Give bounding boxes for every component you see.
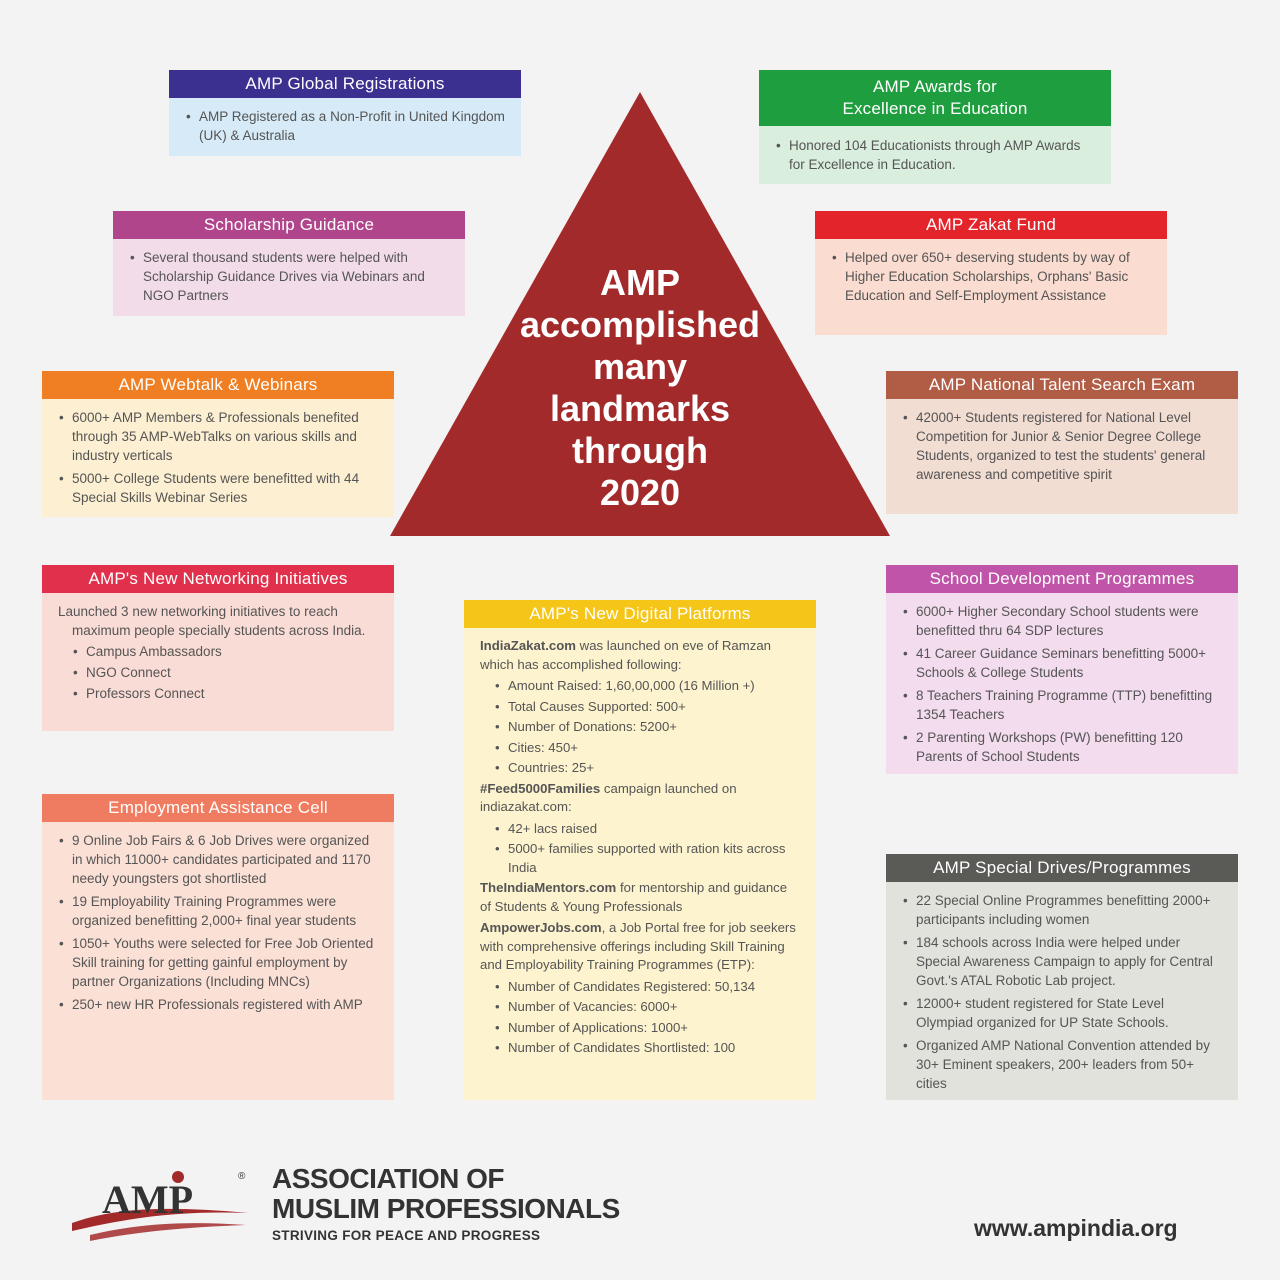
list-item: Total Causes Supported: 500+ [480, 698, 800, 717]
headline-line: AMP [600, 262, 680, 303]
card-title: AMP's New Networking Initiatives [42, 565, 394, 593]
list-item: 5000+ families supported with ration kit… [480, 840, 800, 877]
platform-indiazakat: IndiaZakat.com was launched on eve of Ra… [480, 637, 800, 674]
card-body: 6000+ Higher Secondary School students w… [886, 593, 1238, 776]
card-title: AMP Zakat Fund [815, 211, 1167, 239]
list-item: Number of Vacancies: 6000+ [480, 998, 800, 1017]
card-zakat-fund: AMP Zakat Fund Helped over 650+ deservin… [815, 211, 1167, 335]
tagline: STRIVING FOR PEACE AND PROGRESS [272, 1228, 541, 1243]
platform-desc: campaign launched on indiazakat.com: [480, 780, 737, 815]
platform-desc: for mentorship and guidance of Students … [480, 880, 788, 914]
card-title: School Development Programmes [886, 565, 1238, 593]
card-title: Employment Assistance Cell [42, 794, 394, 822]
list-item: Amount Raised: 1,60,00,000 (16 Million +… [480, 677, 800, 696]
list-item: 6000+ Higher Secondary School students w… [902, 602, 1222, 640]
headline-line: accomplished [519, 304, 761, 345]
card-awards-excellence: AMP Awards for Excellence in Education H… [759, 70, 1111, 184]
list-item: Number of Applications: 1000+ [480, 1019, 800, 1038]
card-body: 9 Online Job Fairs & 6 Job Drives were o… [42, 822, 394, 1024]
card-body: 6000+ AMP Members & Professionals benefi… [42, 399, 394, 517]
list-item: 19 Employability Training Programmes wer… [58, 892, 378, 930]
card-title: Scholarship Guidance [113, 211, 465, 239]
list-item: Countries: 25+ [480, 759, 800, 778]
list-item: NGO Connect [58, 663, 378, 682]
card-body: Launched 3 new networking initiatives to… [42, 593, 394, 713]
card-webtalk-webinars: AMP Webtalk & Webinars 6000+ AMP Members… [42, 371, 394, 517]
card-body: Helped over 650+ deserving students by w… [815, 239, 1167, 315]
list-item: 41 Career Guidance Seminars benefitting … [902, 644, 1222, 682]
list-item: Organized AMP National Convention attend… [902, 1036, 1222, 1093]
headline-line: through [572, 430, 708, 471]
title-line: AMP Awards for [872, 77, 998, 96]
list-item: Number of Donations: 5200+ [480, 718, 800, 737]
headline-line: landmarks [549, 388, 731, 429]
list-item: Honored 104 Educationists through AMP Aw… [775, 136, 1095, 174]
list-item: 250+ new HR Professionals registered wit… [58, 995, 378, 1014]
list-item: AMP Registered as a Non-Profit in United… [185, 107, 505, 145]
card-scholarship-guidance: Scholarship Guidance Several thousand st… [113, 211, 465, 316]
list-item: Number of Candidates Shortlisted: 100 [480, 1039, 800, 1058]
card-title: AMP's New Digital Platforms [464, 600, 816, 628]
card-special-drives: AMP Special Drives/Programmes 22 Special… [886, 854, 1238, 1100]
list-item: 42000+ Students registered for National … [902, 408, 1222, 484]
logo-text: AMP [102, 1177, 193, 1222]
list-item: 9 Online Job Fairs & 6 Job Drives were o… [58, 831, 378, 888]
list-item: Cities: 450+ [480, 739, 800, 758]
list-item: 184 schools across India were helped und… [902, 933, 1222, 990]
amp-logo: AMP ® [72, 1171, 248, 1241]
platform-name: AmpowerJobs.com [480, 920, 602, 935]
list-item: Professors Connect [58, 684, 378, 703]
list-item: Number of Candidates Registered: 50,134 [480, 978, 800, 997]
center-triangle [390, 92, 890, 536]
headline-line: many [592, 346, 688, 387]
list-item: 22 Special Online Programmes benefitting… [902, 891, 1222, 929]
card-employment-assistance: Employment Assistance Cell 9 Online Job … [42, 794, 394, 1100]
card-body: 22 Special Online Programmes benefitting… [886, 882, 1238, 1103]
card-school-development: School Development Programmes 6000+ High… [886, 565, 1238, 774]
card-body: 42000+ Students registered for National … [886, 399, 1238, 494]
card-networking-initiatives: AMP's New Networking Initiatives Launche… [42, 565, 394, 731]
list-item: 2 Parenting Workshops (PW) benefitting 1… [902, 728, 1222, 766]
card-body: Several thousand students were helped wi… [113, 239, 465, 315]
registered-mark: ® [238, 1171, 246, 1182]
card-title: AMP Awards for Excellence in Education [759, 70, 1111, 126]
org-name-line1: ASSOCIATION OF [272, 1163, 505, 1194]
headline-line: 2020 [599, 472, 681, 513]
card-title: AMP Webtalk & Webinars [42, 371, 394, 399]
card-national-talent-search: AMP National Talent Search Exam 42000+ S… [886, 371, 1238, 514]
platform-desc: , a Job Portal free for job seekers with… [480, 920, 796, 972]
list-item: 1050+ Youths were selected for Free Job … [58, 934, 378, 991]
list-item: 12000+ student registered for State Leve… [902, 994, 1222, 1032]
card-global-registrations: AMP Global Registrations AMP Registered … [169, 70, 521, 156]
card-digital-platforms: AMP's New Digital Platforms IndiaZakat.c… [464, 600, 816, 1100]
platform-name: TheIndiaMentors.com [480, 880, 617, 895]
center-headline: AMP accomplished many landmarks through … [500, 262, 780, 514]
card-title: AMP National Talent Search Exam [886, 371, 1238, 399]
list-item: Several thousand students were helped wi… [129, 248, 449, 305]
platform-ampowerjobs: AmpowerJobs.com, a Job Portal free for j… [480, 919, 800, 975]
card-body: IndiaZakat.com was launched on eve of Ra… [464, 628, 816, 1068]
list-item: 6000+ AMP Members & Professionals benefi… [58, 408, 378, 465]
card-body: AMP Registered as a Non-Profit in United… [169, 98, 521, 155]
card-title: AMP Special Drives/Programmes [886, 854, 1238, 882]
platform-desc: was launched on eve of Ramzan which has … [480, 638, 772, 672]
card-title: AMP Global Registrations [169, 70, 521, 98]
card-body: Honored 104 Educationists through AMP Aw… [759, 126, 1111, 184]
platform-name: IndiaZakat.com [480, 638, 577, 653]
list-item: Helped over 650+ deserving students by w… [831, 248, 1151, 305]
platform-name: #Feed5000Families [480, 780, 601, 796]
list-item: Campus Ambassadors [58, 642, 378, 661]
platform-feed5000: #Feed5000Families campaign launched on i… [480, 780, 800, 817]
list-item: 8 Teachers Training Programme (TTP) bene… [902, 686, 1222, 724]
list-item: 42+ lacs raised [480, 820, 800, 839]
website-link[interactable]: www.ampindia.org [974, 1215, 1178, 1241]
title-line: Excellence in Education [842, 99, 1028, 118]
intro-text: Launched 3 new networking initiatives to… [58, 604, 366, 638]
org-name-line2: MUSLIM PROFESSIONALS [272, 1193, 620, 1224]
platform-theindiamentors: TheIndiaMentors.com for mentorship and g… [480, 879, 800, 916]
list-item: 5000+ College Students were benefitted w… [58, 469, 378, 507]
